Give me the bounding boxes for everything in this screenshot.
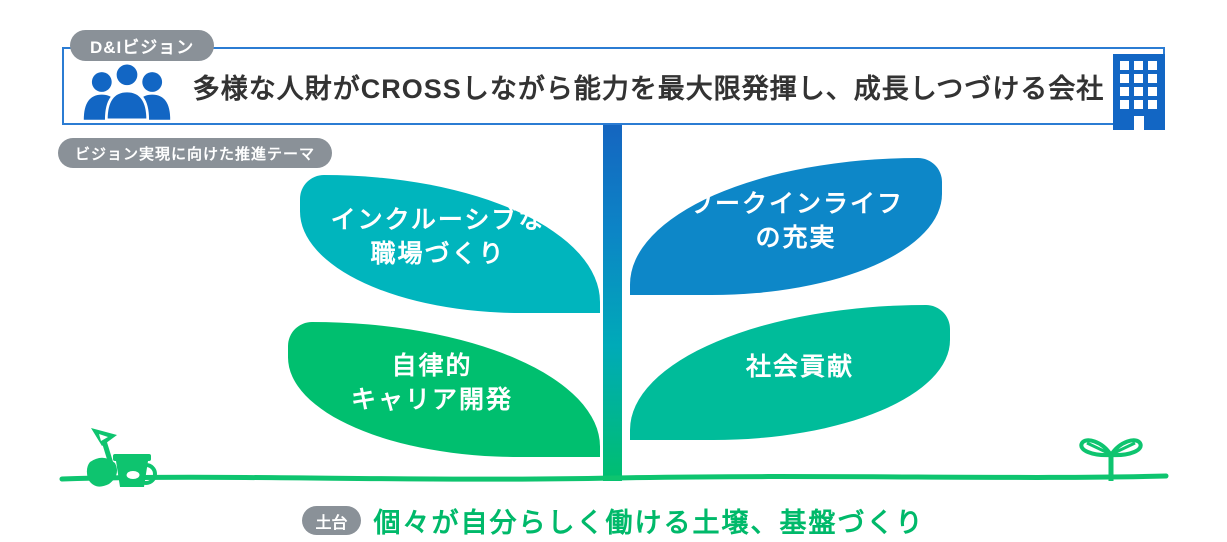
leaf-work-in-life: ワークインライフ の充実 bbox=[630, 158, 942, 295]
leaf-label-line: ワークインライフ bbox=[687, 189, 904, 218]
ground-line bbox=[59, 473, 1169, 482]
leaf-label-line: キャリア開発 bbox=[350, 385, 513, 414]
themes-badge-label: ビジョン実現に向けた推進テーマ bbox=[75, 145, 316, 163]
people-group-icon bbox=[82, 61, 172, 125]
themes-badge: ビジョン実現に向けた推進テーマ bbox=[58, 138, 333, 168]
leaf-inclusive-workplace: インクルーシブな 職場づくり bbox=[300, 175, 600, 313]
ground-scene bbox=[59, 428, 1169, 487]
plant-stem bbox=[603, 125, 622, 481]
leaf-label-line: 社会貢献 bbox=[745, 352, 854, 381]
sprout-icon bbox=[1079, 438, 1143, 481]
leaf-label-line: インクルーシブな bbox=[330, 206, 546, 235]
foundation-badge-label: 土台 bbox=[315, 514, 348, 532]
vision-box bbox=[62, 47, 1165, 125]
foundation-row: 土台 個々が自分らしく働ける土壌、基盤づくり bbox=[0, 501, 1227, 540]
leaf-social-contribution: 社会貢献 bbox=[630, 305, 950, 440]
leaf-label-line: 自律的 bbox=[391, 351, 473, 380]
leaf-label-line: 職場づくり bbox=[370, 240, 506, 268]
vision-statement: 多様な人財がCROSSしながら能力を最大限発揮し、成長しつづける会社 bbox=[192, 73, 1105, 104]
foundation-badge: 土台 bbox=[302, 506, 361, 535]
foundation-text: 個々が自分らしく働ける土壌、基盤づくり bbox=[373, 508, 925, 538]
leaf-label-line: の充実 bbox=[755, 223, 837, 252]
vision-badge: D&Iビジョン bbox=[70, 30, 215, 61]
vision-badge-label: D&Iビジョン bbox=[90, 38, 195, 57]
shovel-and-bucket-icon bbox=[86, 428, 157, 487]
office-building-icon bbox=[1113, 54, 1165, 135]
